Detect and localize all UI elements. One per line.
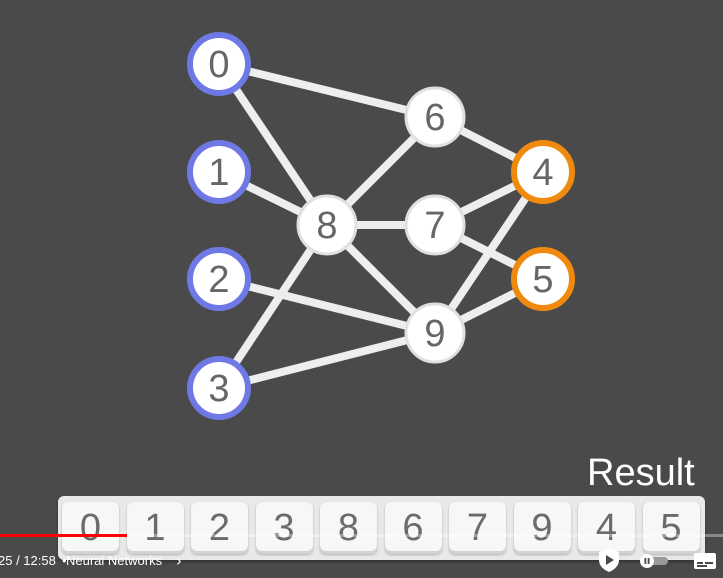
result-cell: 1 <box>126 502 184 554</box>
graph-edges <box>215 60 547 392</box>
edge-0-8 <box>215 61 331 228</box>
node-7: 7 <box>404 194 466 256</box>
result-cell: 9 <box>513 502 571 554</box>
node-label: 2 <box>208 259 229 301</box>
chapter-separator: • <box>62 553 67 568</box>
result-cell: 6 <box>384 502 442 554</box>
subtitles-icon[interactable] <box>693 551 717 571</box>
node-label: 7 <box>424 205 445 247</box>
result-cell: 2 <box>191 502 248 554</box>
node-label: 0 <box>208 44 229 86</box>
edge-3-9 <box>218 329 436 392</box>
autoplay-toggle[interactable] <box>638 553 670 569</box>
result-cell: 8 <box>320 502 377 554</box>
node-6: 6 <box>404 86 466 148</box>
node-0: 0 <box>187 32 251 96</box>
node-label: 3 <box>208 368 229 410</box>
chevron-right-icon[interactable]: › <box>176 552 182 570</box>
progress-bar[interactable] <box>0 534 723 537</box>
node-5: 5 <box>511 247 575 311</box>
node-label: 1 <box>208 152 229 194</box>
result-cell: 0 <box>62 502 119 554</box>
node-1: 1 <box>187 140 251 204</box>
node-label: 6 <box>424 97 445 139</box>
result-cell: 4 <box>578 502 635 554</box>
progress-fill <box>0 534 127 537</box>
graph-nodes: 0 1 2 3 8 6 7 9 4 5 <box>187 32 575 420</box>
node-9: 9 <box>404 302 466 364</box>
edge-0-6 <box>218 60 436 121</box>
edge-9-4 <box>431 169 547 336</box>
shield-play-icon[interactable] <box>595 546 623 574</box>
node-8: 8 <box>296 194 358 256</box>
result-cell: 3 <box>255 502 313 554</box>
time-display: 25 / 12:58 <box>0 553 56 568</box>
edge-2-9 <box>218 275 436 337</box>
edge-3-8 <box>215 222 331 391</box>
result-cell: 5 <box>642 502 700 554</box>
node-label: 4 <box>532 152 553 194</box>
node-4: 4 <box>511 140 575 204</box>
node-label: 8 <box>316 205 337 247</box>
node-2: 2 <box>187 247 251 311</box>
node-3: 3 <box>187 356 251 420</box>
node-label: 9 <box>424 313 445 355</box>
result-label: Result <box>587 452 695 494</box>
result-cell: 7 <box>449 502 506 554</box>
node-label: 5 <box>532 259 553 301</box>
chapter-title[interactable]: Neural Networks <box>66 553 163 568</box>
